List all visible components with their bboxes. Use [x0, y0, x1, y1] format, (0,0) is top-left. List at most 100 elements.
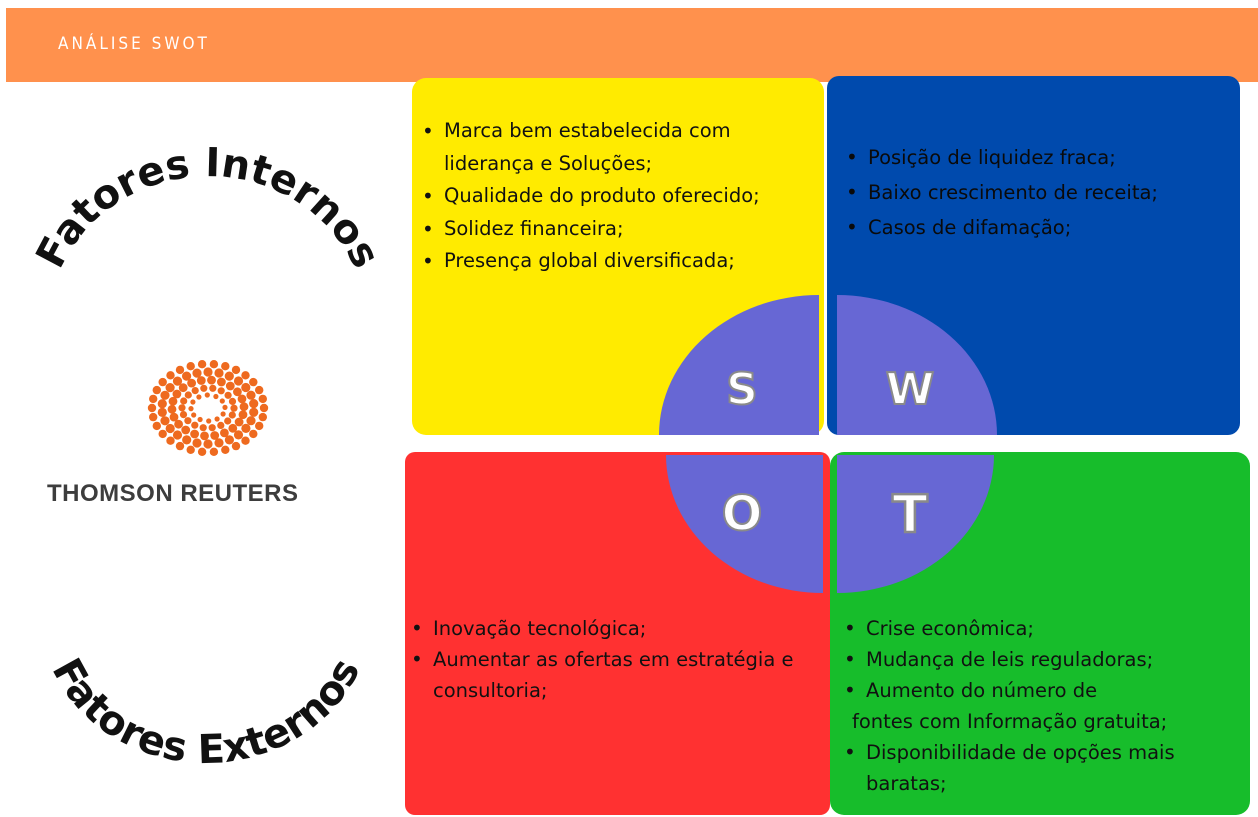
list-item: Qualidade do produto oferecido;: [416, 180, 816, 213]
weaknesses-list: Posição de liquidez fraca; Baixo crescim…: [840, 140, 1230, 245]
logo-dot: [233, 430, 244, 440]
logo-dot: [231, 441, 241, 451]
logo-dot: [259, 403, 269, 413]
logo-dot: [249, 399, 259, 409]
logo-dot: [233, 387, 242, 397]
logo-dot: [169, 412, 179, 422]
logo-dot: [172, 376, 183, 386]
logo-dot: [149, 394, 158, 404]
logo-dot: [160, 416, 170, 426]
logo-dot: [158, 429, 167, 439]
list-item: Aumentar as ofertas em estratégia e cons…: [405, 644, 820, 706]
list-item: Casos de difamação;: [840, 210, 1230, 245]
logo-dot: [160, 390, 170, 400]
letter-o: O: [722, 486, 763, 542]
logo-dot: [258, 394, 267, 404]
logo-dot: [192, 438, 202, 448]
logo-dot: [186, 445, 195, 454]
logo-dot: [184, 391, 192, 399]
logo-dot: [186, 362, 195, 371]
logo-dot: [258, 412, 267, 422]
logo-dot: [166, 371, 175, 380]
external-factors-label: Fatores Externos: [43, 651, 370, 773]
logo-dot: [224, 417, 232, 425]
logo-dot: [221, 445, 230, 454]
list-item: fontes com Informação gratuita;: [852, 710, 1168, 733]
logo-dot: [184, 417, 192, 425]
logo-dot: [255, 421, 264, 431]
logo-dot: [190, 399, 196, 405]
logo-dot: [197, 360, 207, 369]
logo-dot: [209, 384, 217, 392]
logo-dot: [165, 383, 175, 393]
logo-dot: [149, 412, 158, 422]
logo-wordmark: THOMSON REUTERS: [47, 480, 299, 507]
logo-dot: [213, 393, 219, 400]
logo-dot: [157, 407, 167, 417]
logo-dot: [152, 421, 161, 431]
logo-dot: [200, 431, 209, 441]
list-item: Disponibilidade de opções mais baratas;: [838, 737, 1250, 799]
list-item: Baixo crescimento de receita;: [840, 175, 1230, 210]
logo-dot: [192, 368, 202, 378]
logo-dot: [191, 412, 197, 418]
logo-dot: [178, 404, 186, 412]
logo-dot: [191, 387, 199, 395]
circle-quarter-t: [837, 455, 994, 593]
logo-dot: [191, 421, 199, 429]
logo-dot: [158, 377, 167, 387]
logo-dot: [180, 397, 188, 405]
logo-dot: [246, 416, 256, 426]
logo-dot: [157, 399, 167, 409]
logo-dot: [230, 404, 238, 412]
logo-dot: [228, 423, 238, 433]
logo-dot: [165, 423, 175, 434]
logo-dot: [209, 360, 219, 369]
logo-dot: [197, 416, 203, 423]
logo-dot: [246, 390, 256, 400]
logo-dot: [228, 411, 236, 419]
logo-dot: [178, 383, 188, 393]
logo-dot: [206, 418, 212, 424]
strengths-list: Marca bem estabelecida com liderança e S…: [416, 115, 816, 278]
logo-dot: [208, 424, 216, 432]
logo-dot: [221, 362, 230, 371]
logo-dot: [228, 397, 237, 405]
logo-dot: [203, 439, 213, 449]
logo-dot: [204, 392, 210, 398]
logo-dot: [187, 378, 197, 388]
threats-list: Crise econômica; Mudança de leis regulad…: [838, 613, 1250, 799]
logo-dot: [224, 435, 234, 445]
logo-dot: [249, 377, 258, 387]
logo-dot: [214, 438, 224, 448]
logo-dot: [167, 404, 177, 414]
page-title: ANÁLISE SWOT: [58, 34, 210, 54]
logo-dot: [174, 419, 184, 429]
circle-quarter-o: [666, 455, 823, 593]
logo-dot: [217, 421, 225, 429]
logo-dot: [179, 411, 188, 419]
logo-dot: [182, 371, 192, 381]
logo-dot: [224, 371, 234, 381]
logo-dot: [172, 389, 182, 399]
opportunities-list: Inovação tecnológica; Aumentar as oferta…: [405, 613, 820, 706]
list-item: Aumento do número de: [838, 675, 1250, 706]
logo-dot: [217, 387, 225, 395]
list-item: Inovação tecnológica;: [405, 613, 820, 644]
logo-dot: [231, 365, 241, 375]
logo-dot: [238, 410, 248, 420]
logo-dot: [220, 428, 229, 438]
logo-dot: [224, 391, 232, 399]
logo-dot: [196, 376, 206, 385]
list-item: Crise econômica;: [838, 613, 1250, 644]
list-item: Presença global diversificada;: [416, 245, 816, 278]
logo-dot: [210, 431, 220, 440]
list-item: Solidez financeira;: [416, 213, 816, 246]
circle-quarter-w: [837, 295, 997, 435]
logo-dot: [220, 411, 226, 417]
logo-dot: [222, 404, 228, 410]
logo-dot: [249, 429, 258, 439]
logo-dot: [225, 381, 235, 391]
logo-dot: [219, 398, 225, 404]
list-item: Mudança de leis reguladoras;: [838, 644, 1250, 675]
